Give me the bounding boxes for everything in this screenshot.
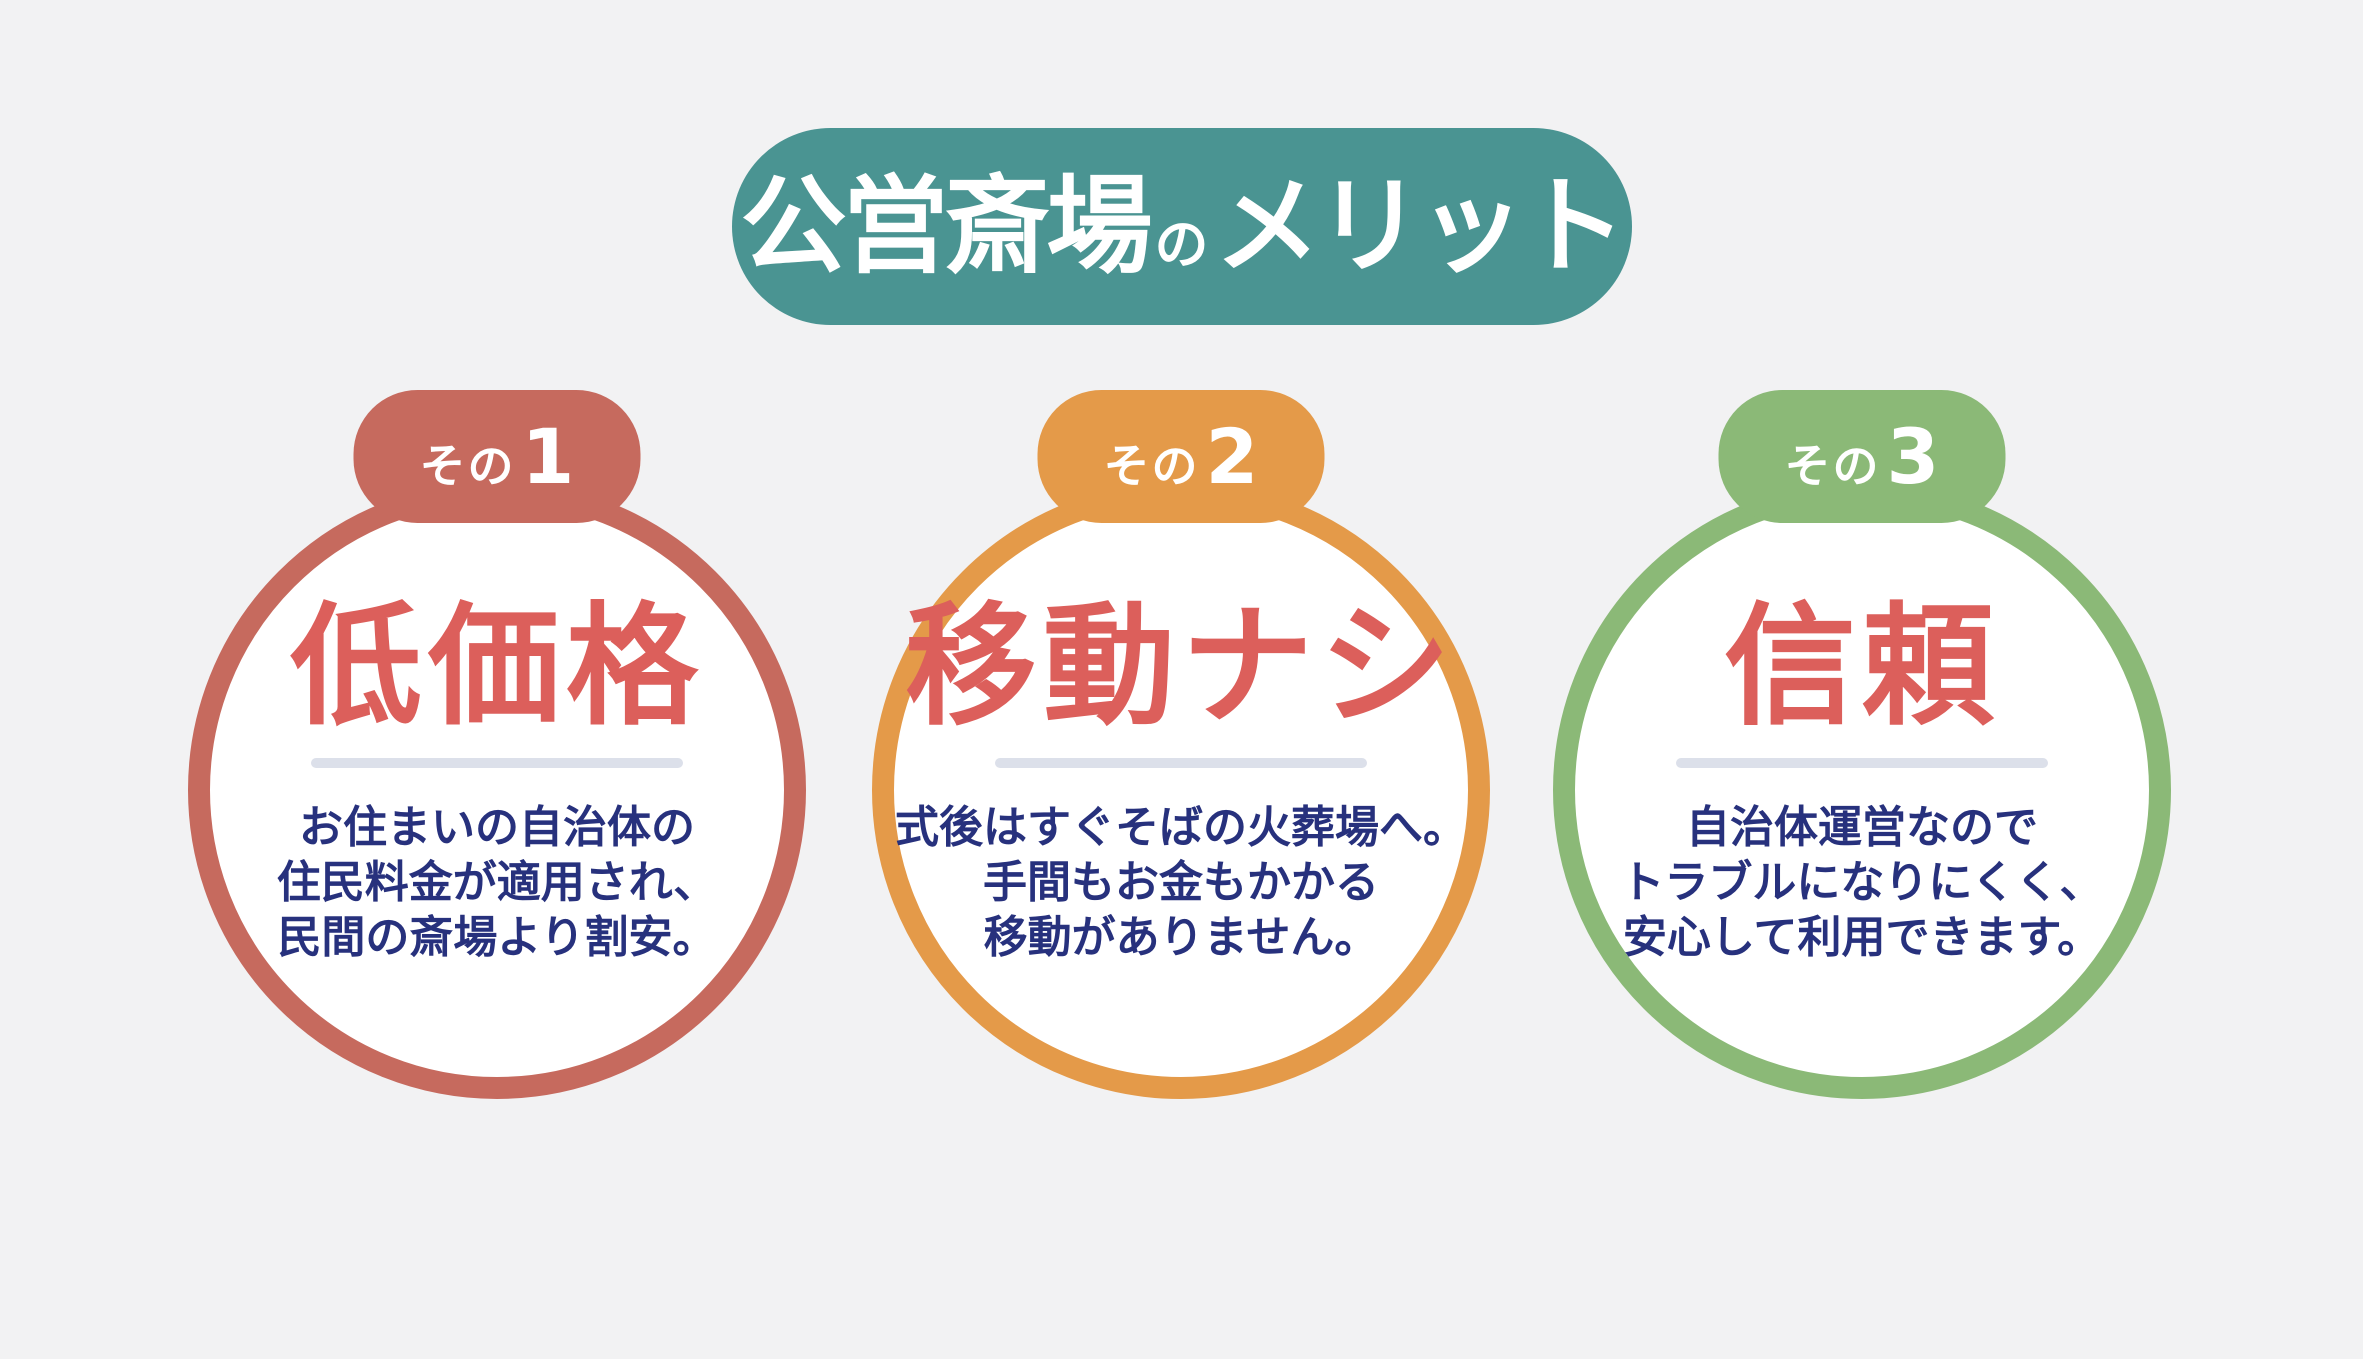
- badge-prefix-label: その: [1103, 438, 1200, 493]
- page-title-main: 公営斎場: [740, 165, 1153, 288]
- card-ring: [872, 481, 1490, 1099]
- page-title: 公営斎場 の メリット: [740, 128, 1627, 343]
- badge-number: 2: [1205, 412, 1259, 501]
- merit-card-1: その 1 低価格 お住まいの自治体の 住民料金が適用され、 民間の斎場より割安。: [188, 390, 806, 1099]
- badge-number: 3: [1886, 412, 1940, 501]
- card-description: 自治体運営なので トラブルになりにくく、 安心して利用できます。: [1513, 800, 2211, 965]
- description-line: 手間もお金もかかる: [983, 857, 1379, 908]
- description-line: 自治体運営なので: [1686, 802, 2038, 853]
- merit-card-2: その 2 移動ナシ 式後はすぐそばの火葬場へ。 手間もお金もかかる 移動がありま…: [872, 390, 1490, 1099]
- description-line: 住民料金が適用され、: [276, 857, 718, 908]
- badge-number: 1: [521, 412, 575, 501]
- card-title: 低価格: [290, 590, 704, 744]
- badge-prefix-label: その: [419, 438, 516, 493]
- description-line: 安心して利用できます。: [1622, 912, 2102, 963]
- card-ring: [1553, 481, 2171, 1099]
- badge-prefix-label: その: [1784, 438, 1881, 493]
- card-description: お住まいの自治体の 住民料金が適用され、 民間の斎場より割安。: [148, 800, 846, 965]
- card-divider: [311, 758, 683, 768]
- header-pill: 公営斎場 の メリット: [731, 128, 1632, 325]
- page-title-rest: メリット: [1214, 165, 1627, 288]
- card-ring: [188, 481, 806, 1099]
- page-title-particle: の: [1154, 213, 1209, 276]
- card-divider: [995, 758, 1367, 768]
- card-divider: [1676, 758, 2048, 768]
- card-badge: その 1: [353, 390, 641, 523]
- card-title: 移動ナシ: [905, 590, 1457, 744]
- card-description: 式後はすぐそばの火葬場へ。 手間もお金もかかる 移動がありません。: [832, 800, 1530, 965]
- description-line: 移動がありません。: [983, 912, 1379, 963]
- description-line: 式後はすぐそばの火葬場へ。: [895, 802, 1467, 853]
- card-badge: その 3: [1718, 390, 2006, 523]
- description-line: お住まいの自治体の: [299, 802, 695, 853]
- description-line: トラブルになりにくく、: [1620, 857, 2104, 908]
- merit-card-3: その 3 信頼 自治体運営なので トラブルになりにくく、 安心して利用できます。: [1553, 390, 2171, 1099]
- card-badge: その 2: [1037, 390, 1325, 523]
- description-line: 民間の斎場より割安。: [277, 912, 717, 963]
- card-title: 信頼: [1724, 590, 2000, 744]
